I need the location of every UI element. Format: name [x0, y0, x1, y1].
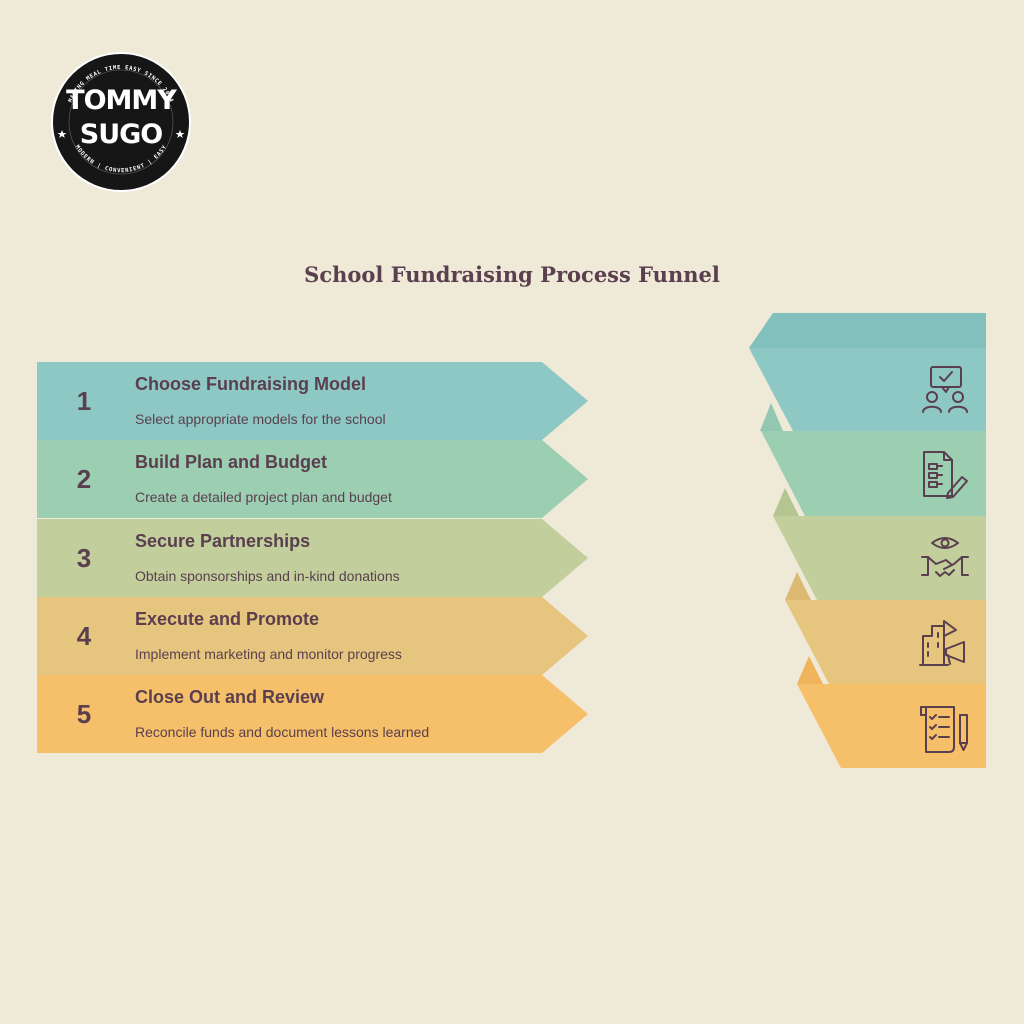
- step-1: 1 Choose Fundraising Model Select approp…: [37, 362, 589, 440]
- step-2-arrow-shape: [37, 440, 588, 518]
- step-2-description: Create a detailed project plan and budge…: [135, 489, 392, 505]
- step-3-description: Obtain sponsorships and in-kind donation…: [135, 568, 400, 584]
- step-1-description: Select appropriate models for the school: [135, 411, 386, 427]
- step-4-title: Execute and Promote: [135, 609, 320, 629]
- funnel-layer-1: [749, 348, 986, 431]
- funnel-layer-3: [773, 516, 986, 600]
- logo-wordmark: TOMMY SUGO: [50, 84, 192, 152]
- step-4-arrow-shape: [37, 597, 588, 675]
- step-1-number: 1: [76, 386, 92, 416]
- logo-name-line2: SUGO: [79, 119, 163, 150]
- step-2: 2 Build Plan and Budget Create a detaile…: [37, 440, 589, 518]
- funnel-layer-5-top: [797, 656, 823, 684]
- step-5-arrow-shape: [37, 675, 588, 753]
- step-3-number: 3: [76, 543, 92, 573]
- tommy-sugo-logo: MAKING MEAL TIME EASY SINCE 2014 MODERN …: [51, 52, 191, 192]
- step-1-arrow-shape: [37, 362, 588, 440]
- meeting-people-icon: [922, 366, 968, 413]
- step-5-title: Close Out and Review: [135, 687, 325, 707]
- funnel-layer-4-top: [785, 572, 811, 600]
- step-3-title: Secure Partnerships: [135, 531, 311, 551]
- step-5: 5 Close Out and Review Reconcile funds a…: [37, 675, 589, 753]
- step-5-description: Reconcile funds and document lessons lea…: [135, 724, 430, 740]
- logo-name-line1: TOMMY: [66, 85, 177, 116]
- step-3-arrow-shape: [37, 519, 588, 597]
- funnel-layer-3-top: [773, 488, 799, 516]
- step-3: 3 Secure Partnerships Obtain sponsorship…: [37, 519, 589, 597]
- step-4: 4 Execute and Promote Implement marketin…: [37, 597, 589, 675]
- checklist-scroll-icon: [920, 706, 968, 753]
- step-4-description: Implement marketing and monitor progress: [135, 646, 402, 662]
- funnel-layer-5: [797, 684, 986, 768]
- step-2-number: 2: [76, 464, 92, 494]
- step-1-title: Choose Fundraising Model: [135, 374, 367, 394]
- handshake-eye-icon: [921, 537, 969, 577]
- funnel-layer-2-top: [760, 403, 783, 431]
- plan-document-pen-icon: [923, 451, 968, 499]
- step-5-number: 5: [76, 699, 92, 729]
- megaphone-building-icon: [919, 620, 965, 666]
- step-4-number: 4: [76, 621, 92, 651]
- funnel-layer-1-top: [749, 313, 986, 348]
- process-steps: 1 Choose Fundraising Model Select approp…: [37, 362, 589, 754]
- step-2-title: Build Plan and Budget: [135, 452, 327, 472]
- diagram-title: School Fundraising Process Funnel: [304, 262, 720, 287]
- funnel-layer-4: [785, 600, 986, 684]
